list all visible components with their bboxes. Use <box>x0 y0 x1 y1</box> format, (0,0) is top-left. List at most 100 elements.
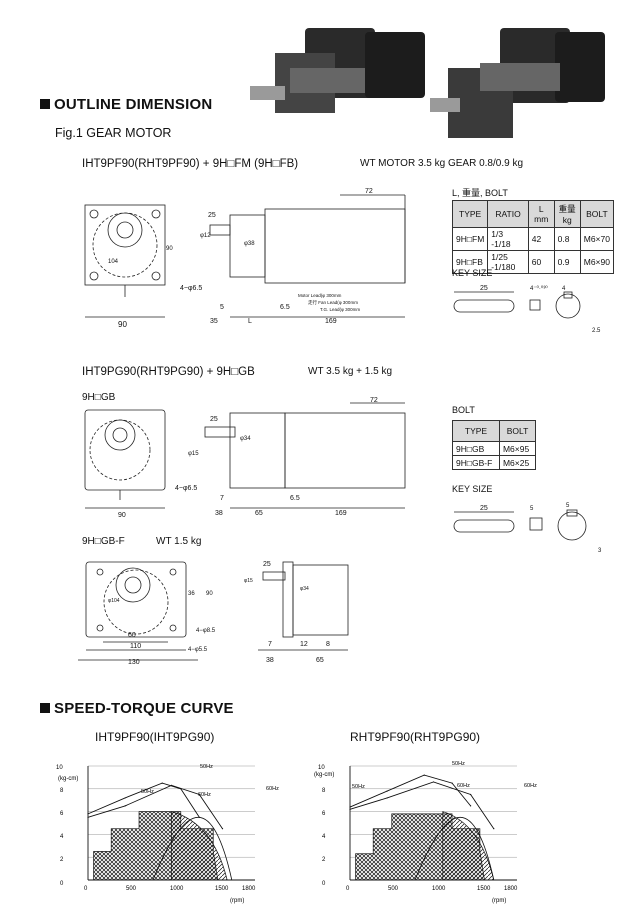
data-point <box>198 793 200 796</box>
d8-label: 72 <box>365 188 373 195</box>
label-9hgb: 9H□GB <box>82 392 116 403</box>
d3-13: 38 <box>266 657 274 664</box>
d3-15: φ34 <box>300 586 309 592</box>
d3-16: φ15 <box>244 578 253 584</box>
chart2-xunit: (rpm) <box>492 898 506 904</box>
d2-1: 90 <box>118 512 126 519</box>
d2-10: φ34 <box>240 436 251 442</box>
d12-label: L <box>248 318 252 325</box>
data-point <box>221 828 224 830</box>
speed-torque-chart-2: (kg-cm) (rpm) 0 2 4 6 8 10 0 500 1000 15… <box>314 761 537 904</box>
d3-9: 25 <box>263 561 271 568</box>
data-point <box>493 828 495 830</box>
chart1-xtick: 500 <box>126 886 137 892</box>
model-2-weight: WT 3.5 kg + 1.5 kg <box>308 366 393 377</box>
data-point <box>170 784 173 786</box>
table-1-header: TYPE <box>451 200 489 228</box>
gear-motor-photo-2 <box>430 28 605 138</box>
data-point <box>432 781 435 783</box>
chart1-ytick: 2 <box>60 857 64 863</box>
chart2-label: 60Hz <box>524 783 537 789</box>
d4-label: 4−φ6.5 <box>180 285 202 292</box>
d2-4: 169 <box>335 510 347 517</box>
d3-6: φ104 <box>108 598 120 604</box>
chart1-xtick: 1500 <box>215 886 229 892</box>
d2-7: 6.5 <box>290 495 300 502</box>
key1-w: 4⁻⁰·⁰³⁰ <box>530 285 548 292</box>
key1-h: 4 <box>562 286 566 292</box>
d3-12: 8 <box>326 641 330 648</box>
d3-11: 12 <box>300 641 308 648</box>
data-point <box>470 805 472 807</box>
drawing-1: 90 4−φ6.5 104 90 72 25 φ12 φ38 5 35 L 6.… <box>84 188 406 329</box>
d2-label: 104 <box>108 259 119 265</box>
chart2-ytick: 0 <box>322 881 326 887</box>
chart2-xtick: 1000 <box>432 886 446 892</box>
chart2-xtick: 1800 <box>504 886 518 892</box>
chart2-yunit: (kg-cm) <box>314 772 334 778</box>
table-1-caption: L, 重量, BOLT <box>452 188 508 198</box>
chart1-ytick: 0 <box>60 881 64 887</box>
key1-d: 2.5 <box>592 328 601 334</box>
key2-d: 3 <box>598 548 602 554</box>
d1-label: 90 <box>118 320 127 329</box>
model-1-name: IHT9PF90(RHT9PF90) + 9H□FM (9H□FB) <box>82 158 299 170</box>
chart1-label: 50Hz <box>200 764 213 770</box>
d5-label: 25 <box>208 212 216 219</box>
chart1-ytick: 8 <box>60 788 64 794</box>
key-size-drawing-1: 25 4⁻⁰·⁰³⁰ 4 2.5 <box>453 285 601 334</box>
d3-7: 36 <box>188 591 195 597</box>
table-1-header: BOLT <box>579 200 615 228</box>
table-2-caption: BOLT <box>452 405 475 415</box>
table-1-header: 重量 kg <box>553 200 581 228</box>
data-point <box>386 790 388 792</box>
fig-caption: Fig.1 GEAR MOTOR <box>55 126 172 140</box>
d2-3: 65 <box>255 510 263 517</box>
chart1-label: 60Hz <box>266 786 279 792</box>
lead-3: T.G. Lead(φ 300mm <box>320 307 360 312</box>
key-size-drawing-2: 25 5 5 3 <box>453 503 602 554</box>
chart2-xtick: 0 <box>346 886 350 892</box>
d2-9: φ15 <box>188 451 199 457</box>
d9-label: 90 <box>166 246 173 252</box>
chart2-ytick: 6 <box>322 811 326 817</box>
key2-h: 5 <box>566 503 570 509</box>
model-1-weight: WT MOTOR 3.5 kg GEAR 0.8/0.9 kg <box>360 158 524 169</box>
d3-10: 7 <box>268 641 272 648</box>
data-point <box>451 782 453 784</box>
d3-14: 65 <box>316 657 324 664</box>
chart1-xtick: 0 <box>84 886 88 892</box>
d3-4: 4−φ8.5 <box>196 628 216 634</box>
data-point <box>124 805 126 807</box>
series-line-50hz <box>349 774 471 808</box>
chart2-xtick: 500 <box>388 886 399 892</box>
data-point <box>161 782 163 784</box>
lead-1: Motor Lead(φ 300mm <box>298 293 342 298</box>
chart1-xtick: 1800 <box>242 886 256 892</box>
speed-torque-chart-1: (kg-cm) (rpm) 0 2 4 6 8 10 0 500 1000 15… <box>56 764 279 904</box>
d2-5: 72 <box>370 397 378 404</box>
table-2-header: BOLT <box>498 420 537 442</box>
chart1-xtick: 1000 <box>170 886 184 892</box>
model-3-weight: WT 1.5 kg <box>156 536 202 547</box>
chart2-label: 50Hz <box>352 784 365 790</box>
chart1-ytick: 6 <box>60 811 64 817</box>
chart2-ytick: 2 <box>322 857 326 863</box>
d13-label: 6.5 <box>280 304 290 311</box>
chart2-label: 50Hz <box>452 761 465 767</box>
key-size-title-1: KEY SIZE <box>452 268 493 278</box>
model-3-name: 9H□GB-F <box>82 536 125 547</box>
torque-dome <box>414 817 495 881</box>
chart1-label: 60Hz <box>198 792 211 798</box>
d14-label: 169 <box>325 318 337 325</box>
gear-motor-photo-1 <box>250 28 425 113</box>
table-1-header: RATIO <box>487 200 529 228</box>
d3-3: 60 <box>128 632 136 639</box>
chart2-label: 60Hz <box>457 783 470 789</box>
d11-label: 35 <box>210 318 218 325</box>
chart2-xtick: 1500 <box>477 886 491 892</box>
